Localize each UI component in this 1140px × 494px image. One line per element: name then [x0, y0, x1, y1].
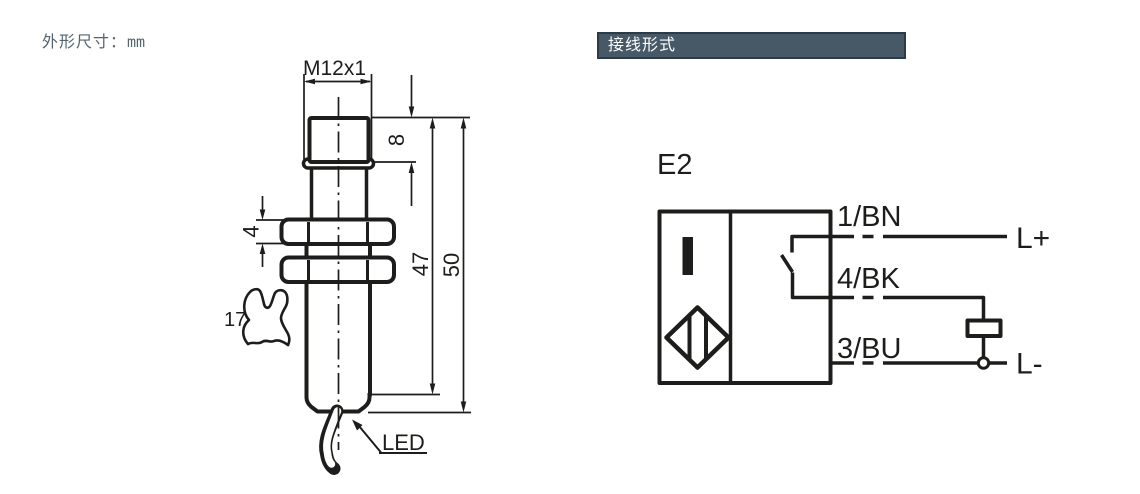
pin-label-4bk: 4/BK — [837, 263, 901, 295]
wiring-section-header: 接线形式 — [597, 32, 906, 59]
dim-4-label: 4 — [239, 225, 264, 237]
junction-node — [976, 356, 991, 370]
dim-8-label: 8 — [384, 134, 409, 146]
pin-label-1bn: 1/BN — [837, 201, 901, 233]
wiring-diagram: E2 — [657, 149, 1050, 385]
wiring-section-title: 接线形式 — [608, 37, 677, 54]
wrench-icon — [241, 287, 291, 347]
output-indicator-bar — [682, 237, 693, 275]
dim-47-label: 47 — [408, 252, 433, 276]
dim-head-length — [371, 75, 470, 206]
dimension-note: 外形尺寸：mm — [42, 28, 145, 52]
dimension-note-label: 外形尺寸： — [42, 34, 128, 51]
led-label: LED — [382, 430, 425, 455]
dim-body-length — [372, 117, 440, 396]
terminal-label-lplus: L+ — [1016, 222, 1050, 255]
wire-4-bk — [831, 295, 986, 358]
load-resistor — [965, 318, 1003, 338]
dim-nut-thickness — [256, 196, 285, 267]
cable — [319, 404, 344, 475]
led-arrow — [352, 419, 427, 454]
inductive-sensor-symbol — [664, 305, 731, 370]
pin-label-3bu: 3/BU — [837, 333, 901, 365]
terminal-label-lminus: L- — [1016, 348, 1043, 381]
sensor-dimension-drawing: M12x1 8 4 — [224, 57, 471, 475]
dimension-unit: mm — [127, 33, 146, 51]
dim-50-label: 50 — [439, 253, 464, 277]
switch-contact — [780, 234, 830, 300]
thread-spec-label: M12x1 — [303, 57, 366, 80]
wrench-size-label: 17 — [224, 309, 246, 331]
dim-total-length — [368, 117, 471, 414]
circuit-label: E2 — [657, 149, 692, 181]
